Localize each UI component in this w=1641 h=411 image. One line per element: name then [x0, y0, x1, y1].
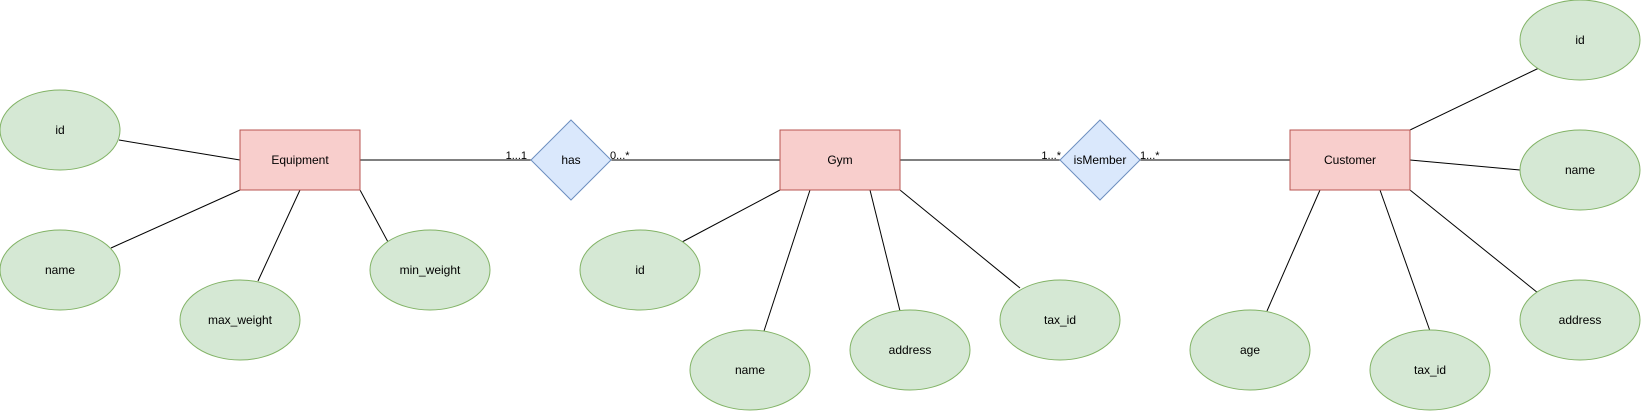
entity-equipment[interactable]: Equipment: [239, 129, 361, 191]
relationship-ismember-label: isMember: [1074, 153, 1127, 167]
relationship-has-label: has: [561, 153, 580, 167]
entity-customer-label: Customer: [1324, 153, 1376, 167]
attribute-customer-id[interactable]: id: [1519, 0, 1641, 81]
line-equipment-name: [110, 189, 241, 249]
line-customer-name: [1409, 159, 1521, 171]
connectors: [110, 67, 1540, 332]
cardinality-member-left: 1...*: [1041, 150, 1061, 162]
line-customer-address: [1409, 189, 1539, 294]
line-gym-tax-id: [899, 189, 1021, 289]
attribute-gym-address[interactable]: address: [849, 309, 971, 391]
attribute-gym-id[interactable]: id: [579, 229, 701, 311]
cardinality-member-right: 1...*: [1140, 150, 1160, 162]
attribute-customer-age[interactable]: age: [1189, 309, 1311, 391]
relationship-ismember[interactable]: isMember: [1059, 119, 1141, 201]
attribute-customer-name[interactable]: name: [1519, 129, 1641, 211]
line-equipment-min-weight: [359, 189, 389, 243]
attribute-gym-tax-id-label: tax_id: [1044, 313, 1076, 327]
attribute-gym-name[interactable]: name: [689, 329, 811, 411]
attribute-customer-tax-id[interactable]: tax_id: [1369, 329, 1491, 411]
attribute-equipment-id-label: id: [55, 123, 64, 137]
line-equipment-max-weight: [257, 189, 301, 282]
attribute-customer-address[interactable]: address: [1519, 279, 1641, 361]
line-customer-tax-id: [1379, 189, 1431, 332]
attribute-equipment-name[interactable]: name: [0, 229, 121, 311]
line-gym-name: [763, 189, 811, 332]
line-equipment-id: [118, 139, 241, 161]
attribute-customer-name-label: name: [1565, 163, 1595, 177]
line-gym-id: [681, 189, 781, 243]
attribute-equipment-id[interactable]: id: [0, 89, 121, 171]
attribute-customer-age-label: age: [1240, 343, 1260, 357]
attribute-gym-name-label: name: [735, 363, 765, 377]
attribute-gym-id-label: id: [635, 263, 644, 277]
attribute-equipment-max-weight[interactable]: max_weight: [179, 279, 301, 361]
cardinality-has-right: 0...*: [610, 150, 630, 162]
cardinality-has-left: 1...1: [506, 150, 527, 162]
attribute-equipment-min-weight-label: min_weight: [400, 263, 461, 277]
entity-equipment-label: Equipment: [271, 153, 329, 167]
line-customer-id: [1409, 67, 1540, 131]
entity-gym[interactable]: Gym: [779, 129, 901, 191]
attribute-customer-id-label: id: [1575, 33, 1584, 47]
attribute-equipment-min-weight[interactable]: min_weight: [369, 229, 491, 311]
relationship-has[interactable]: has: [530, 119, 612, 201]
entity-gym-label: Gym: [827, 153, 852, 167]
line-customer-age: [1266, 189, 1321, 312]
attribute-gym-tax-id[interactable]: tax_id: [999, 279, 1121, 361]
attribute-customer-address-label: address: [1559, 313, 1602, 327]
attribute-equipment-max-weight-label: max_weight: [208, 313, 273, 327]
attribute-equipment-name-label: name: [45, 263, 75, 277]
attribute-customer-tax-id-label: tax_id: [1414, 363, 1446, 377]
line-gym-address: [869, 189, 901, 312]
entity-customer[interactable]: Customer: [1289, 129, 1411, 191]
attribute-gym-address-label: address: [889, 343, 932, 357]
